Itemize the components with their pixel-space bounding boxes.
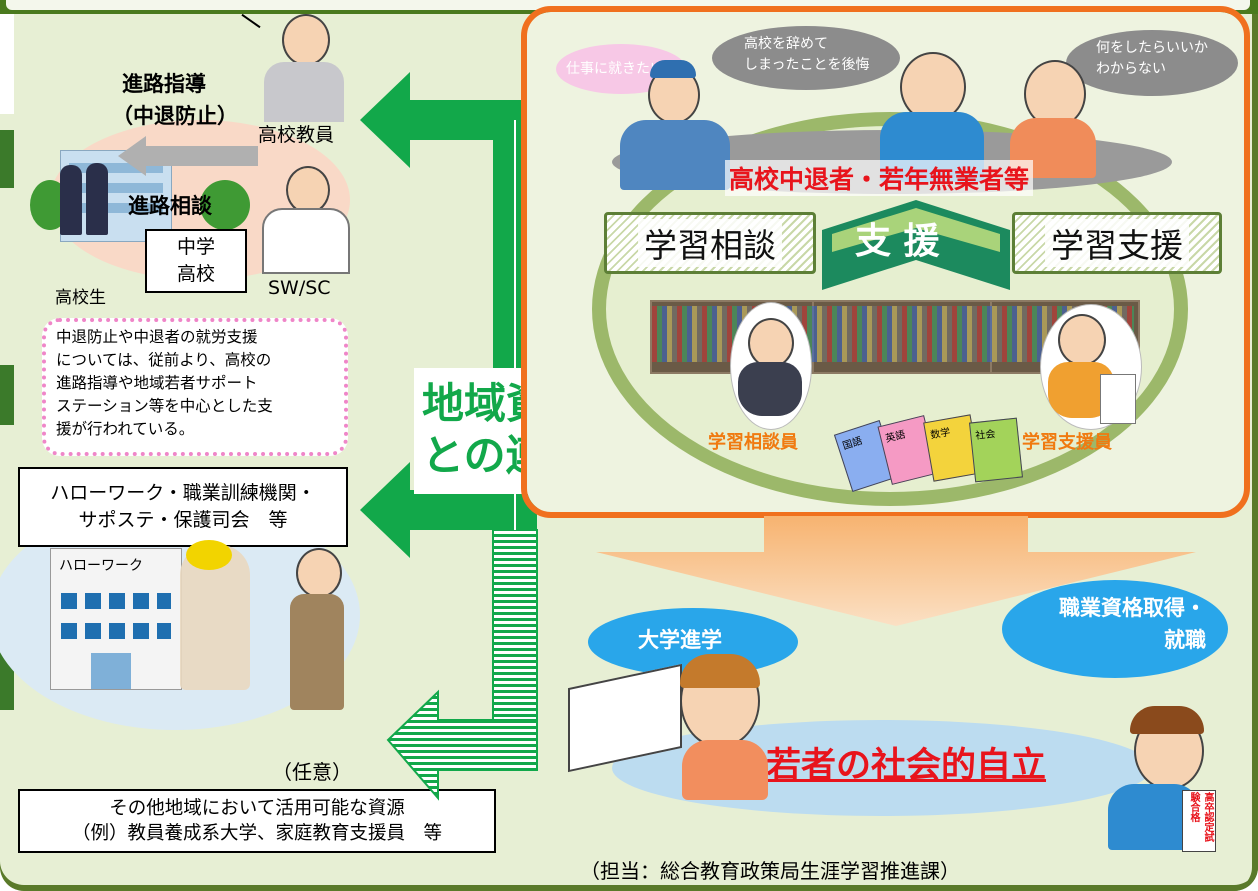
school-box-line: 中学 [176, 236, 215, 258]
counselor-body [262, 208, 350, 274]
support-arrow-label: 支 援 [855, 221, 940, 262]
unsure-youth-icon [1024, 60, 1086, 128]
counselor-icon [286, 166, 330, 214]
consult-box-label: 学習相談 [638, 219, 782, 267]
swsc-label: SW/SC [268, 277, 331, 299]
footer-note: （担当：総合教育政策局生涯学習推進課） [580, 859, 960, 883]
cap-icon [650, 60, 696, 78]
consultant-label: 学習相談員 [708, 432, 798, 453]
grey-arrow [118, 136, 258, 176]
student-label: 高校生 [55, 288, 106, 308]
bubble-text-unsure: 何をしたらいいか わからない [1096, 40, 1208, 77]
agencies-box-line: サポステ・保護司会 等 [78, 509, 288, 531]
edge-mark [0, 365, 14, 425]
consult-box: 学習相談 [604, 212, 816, 274]
consultant-icon [748, 318, 794, 368]
student-icon [60, 165, 82, 235]
cloud-job [1002, 580, 1228, 678]
hellowork-sign: ハローワーク [59, 558, 143, 574]
agencies-box-line: ハローワーク・職業訓練機関・ [50, 482, 316, 504]
target-label: 高校中退者・若年無業者等 [725, 160, 1034, 196]
hair-icon [680, 654, 760, 688]
existing-support-note: 中退防止や中退者の就労支援 については、従前より、高校の 進路指導や地域若者サポ… [42, 318, 348, 456]
job-label: 職業資格取得・ 就職 [1014, 592, 1206, 656]
edge-white [0, 14, 14, 114]
textbook-label: 英語 [884, 429, 907, 445]
supporter-label: 学習支援員 [1022, 432, 1112, 453]
counseling-label: 進路相談 [128, 194, 212, 218]
certificate-icon: 高卒認定試験合格 [1182, 790, 1216, 852]
job-label-line: 就職 [1164, 628, 1206, 652]
student-icon [86, 163, 108, 235]
bubble-grey [1066, 30, 1238, 96]
other-resources-box: その他地域において活用可能な資源 （例）教員養成系大学、家庭教育支援員 等 [18, 789, 496, 853]
bubble-grey [712, 26, 900, 90]
teacher-label: 高校教員 [258, 124, 335, 146]
textbook-icon: 社会 [968, 417, 1024, 483]
arrow-to-school [360, 72, 537, 168]
clipboard-icon [1100, 374, 1136, 424]
univ-label: 大学進学 [638, 628, 722, 652]
textbook-label: 国語 [841, 435, 864, 453]
bubble-text-regret: 高校を辞めて しまったことを後悔 [744, 36, 870, 73]
guidance-label: 進路指導 [122, 72, 206, 96]
other-box-line: （例）教員養成系大学、家庭教育支援員 等 [71, 823, 442, 844]
worker-youth-body [620, 120, 730, 190]
helmet-icon [186, 540, 232, 570]
other-box-line: その他地域において活用可能な資源 [109, 798, 405, 819]
arrow-to-agencies [360, 462, 537, 558]
bubble-text-job: 仕事に就きたい [566, 61, 664, 77]
school-box-line: 高校 [176, 263, 215, 285]
graduate-hair [1130, 706, 1204, 734]
study-box-label: 学習支援 [1045, 219, 1189, 267]
supporter-icon [1058, 314, 1106, 366]
outcome-arrow [596, 516, 1196, 626]
optional-label: （任意） [272, 760, 352, 784]
dropout-label: （中退防止） [112, 104, 238, 128]
arrow-to-other [386, 689, 538, 801]
agencies-box: ハローワーク・職業訓練機関・ サポステ・保護司会 等 [18, 467, 348, 547]
job-label-line: 職業資格取得・ [1059, 596, 1206, 620]
textbook-label: 数学 [929, 427, 952, 442]
textbook-label: 社会 [974, 429, 996, 443]
teacher-body [264, 62, 344, 122]
goal-label: 若者の社会的自立 [766, 746, 1047, 786]
consultant-body [738, 362, 802, 416]
hellowork-building: ハローワーク [50, 548, 182, 690]
support-frame [521, 6, 1250, 518]
school-box: 中学 高校 [145, 229, 247, 293]
edge-mark [0, 130, 14, 188]
tree-icon [200, 180, 250, 230]
officer-body [290, 594, 344, 710]
officer-icon [296, 548, 342, 598]
study-box: 学習支援 [1012, 212, 1222, 274]
student-girl-body [682, 740, 768, 800]
support-arrow [822, 200, 1010, 290]
